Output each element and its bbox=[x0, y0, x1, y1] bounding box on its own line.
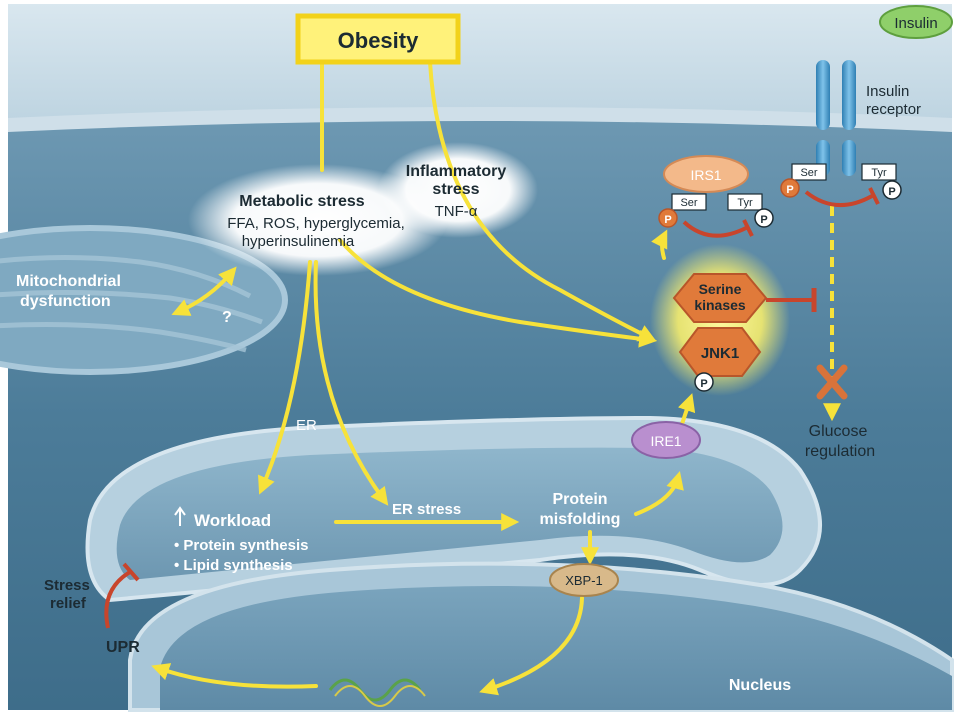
irs1-inhibition-curve bbox=[682, 220, 747, 238]
arrow-xbp1-nucleus bbox=[479, 596, 584, 696]
receptor-tyr-phospho-label: P bbox=[888, 186, 895, 198]
irs1-ser-box bbox=[671, 193, 707, 211]
insulin-molecule bbox=[879, 5, 953, 39]
irs1-tyr-phospho-label: P bbox=[760, 214, 767, 226]
mito-label-2: dysfunction bbox=[20, 293, 111, 310]
irs1-tyr-box bbox=[727, 193, 763, 211]
stress-relief-label-1: Stress bbox=[44, 577, 90, 594]
receptor-tyr-label: Tyr bbox=[871, 167, 887, 179]
ire1-oval bbox=[631, 421, 701, 459]
inflammatory-stress-line1: Inflammatory bbox=[406, 163, 507, 180]
glucose-regulation-label-2: regulation bbox=[805, 443, 875, 460]
arrow-ire1-jnk bbox=[678, 393, 696, 426]
receptor-ser-phospho bbox=[780, 178, 800, 198]
receptor-ser-box bbox=[791, 163, 827, 181]
irs1-ser-phospho-label: P bbox=[664, 214, 671, 226]
ire1-label: IRE1 bbox=[650, 433, 681, 449]
arrow-metabolic-jnk bbox=[338, 238, 658, 348]
upr-label: UPR bbox=[106, 639, 140, 656]
obesity-box bbox=[295, 13, 461, 65]
jnk1-phospho-label: P bbox=[700, 378, 707, 390]
obesity-label: Obesity bbox=[338, 28, 419, 53]
er-label: ER bbox=[296, 417, 317, 434]
insulin-label: Insulin bbox=[894, 15, 937, 32]
irs1-tyr-phospho bbox=[754, 208, 774, 228]
arrow-misfolding-ire1 bbox=[634, 471, 684, 516]
nucleus-label: Nucleus bbox=[729, 677, 791, 694]
arrow-nucleus-upr bbox=[151, 663, 318, 689]
metabolic-stress-line2: hyperinsulinemia bbox=[242, 233, 355, 250]
jnk1-label: JNK1 bbox=[701, 345, 739, 362]
tnf-alpha-label: TNF-α bbox=[435, 203, 478, 220]
serine-kinases-label-1: Serine bbox=[699, 281, 742, 297]
receptor-inhibition-curve bbox=[804, 190, 873, 208]
nucleus-envelope bbox=[128, 561, 954, 712]
dna-strand-2 bbox=[334, 685, 426, 707]
stress-relief-bar bbox=[122, 562, 140, 582]
irs1-inhibition-bar bbox=[742, 219, 754, 237]
receptor-ser-phospho-label: P bbox=[786, 184, 793, 196]
dna-strand bbox=[328, 678, 422, 702]
receptor-inhibition-bar bbox=[868, 187, 880, 205]
receptor-tyr-phospho bbox=[882, 180, 902, 200]
question-mark: ? bbox=[222, 309, 232, 326]
irs1-oval bbox=[663, 155, 749, 193]
serine-kinases-hexagon bbox=[672, 273, 768, 323]
metabolic-stress-title: Metabolic stress bbox=[239, 193, 364, 210]
irs1-ser-phospho bbox=[658, 208, 678, 228]
protein-misfolding-label-2: misfolding bbox=[540, 511, 621, 528]
receptor-tyr-box bbox=[861, 163, 897, 181]
increase-arrow-icon bbox=[174, 506, 186, 526]
insulin-receptor-label-2: receptor bbox=[866, 101, 921, 118]
jnk1-phospho bbox=[694, 372, 714, 392]
blocked-signal-x bbox=[816, 364, 848, 400]
arrow-mito-metabolic bbox=[171, 266, 237, 316]
receptor-ser-label: Ser bbox=[800, 167, 817, 179]
pathway-arrows bbox=[151, 60, 696, 696]
xbp1-oval bbox=[549, 563, 619, 597]
inflammatory-stress-cloud bbox=[378, 142, 538, 238]
inflammatory-stress-line2: stress bbox=[432, 181, 479, 198]
irs1-label: IRS1 bbox=[690, 167, 721, 183]
irs1-tyr-label: Tyr bbox=[737, 197, 753, 209]
stress-relief-curve bbox=[104, 570, 132, 629]
protein-synthesis-label: • Protein synthesis bbox=[174, 537, 308, 554]
arrow-kinase-irs1 bbox=[651, 229, 668, 260]
workload-label: Workload bbox=[194, 511, 271, 530]
serine-kinases-label-2: kinases bbox=[694, 297, 746, 313]
mito-label-1: Mitochondrial bbox=[16, 273, 121, 290]
arrow-er-workload bbox=[258, 260, 312, 495]
xbp1-label: XBP-1 bbox=[565, 573, 603, 588]
glucose-regulation-label-1: Glucose bbox=[809, 423, 868, 440]
irs1-ser-label: Ser bbox=[680, 197, 697, 209]
insulin-receptor-label-1: Insulin bbox=[866, 83, 909, 100]
lipid-synthesis-label: • Lipid synthesis bbox=[174, 557, 293, 574]
metabolic-stress-line1: FFA, ROS, hyperglycemia, bbox=[227, 215, 405, 232]
stress-relief-label-2: relief bbox=[50, 595, 87, 612]
er-stress-label: ER stress bbox=[392, 501, 461, 518]
jnk1-hexagon bbox=[678, 327, 762, 377]
arrow-er-stress bbox=[313, 260, 389, 506]
protein-misfolding-label-1: Protein bbox=[552, 491, 607, 508]
arrow-inflammatory-jnk bbox=[428, 60, 657, 342]
